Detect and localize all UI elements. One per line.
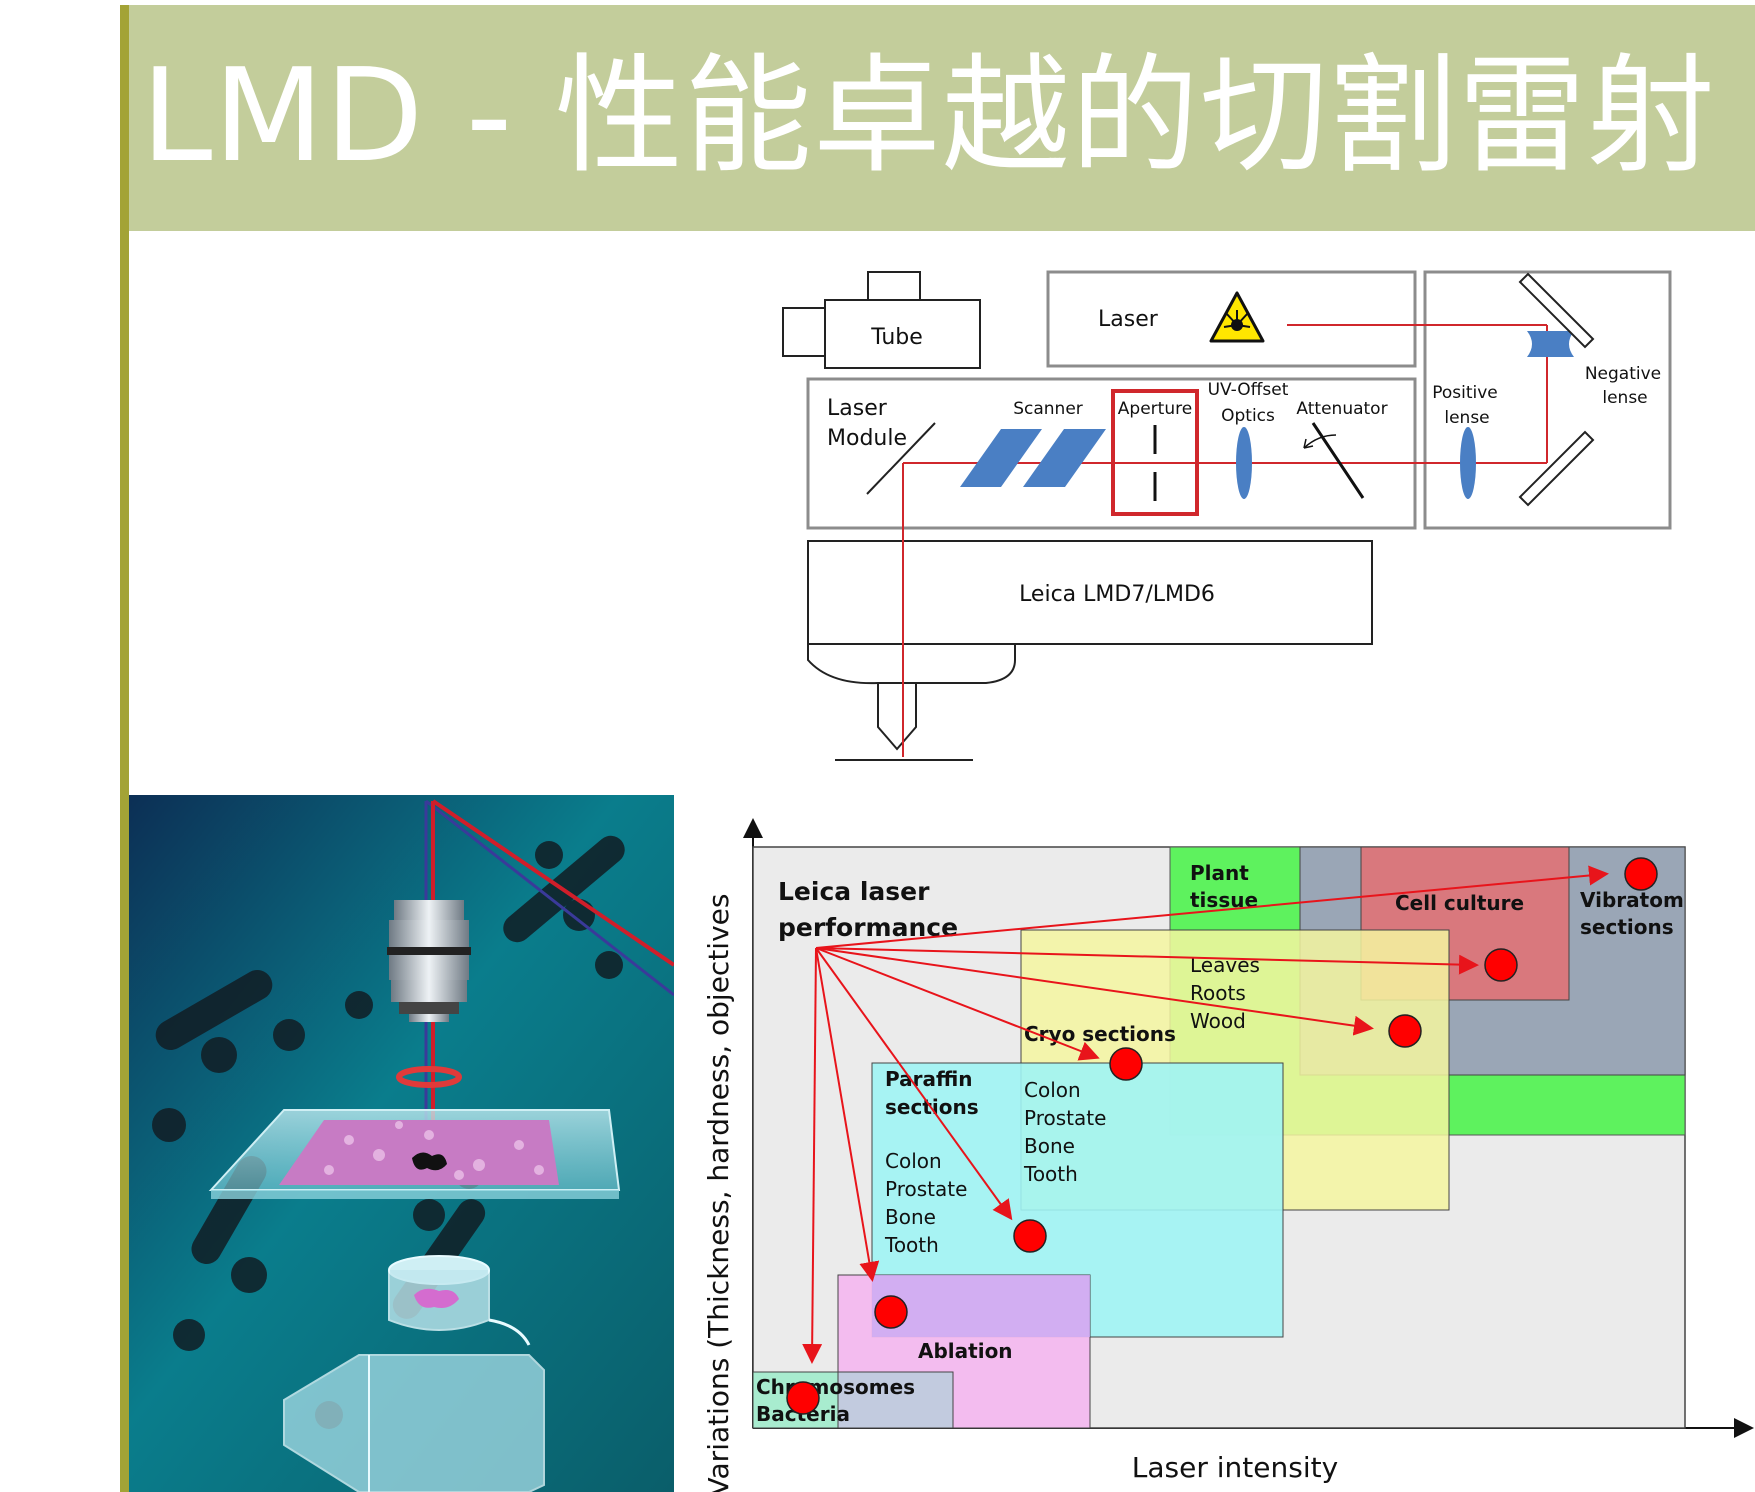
arrow-cryo [815, 947, 1100, 1061]
plant-item: Roots [1190, 981, 1246, 1005]
cryo-item: Tooth [1023, 1162, 1078, 1186]
laser-optics-schematic: Tube Laser Laser Module Leica LMD7/LMD6 … [782, 270, 1672, 761]
tube-box [824, 299, 981, 369]
uv-offset-line1: UV-Offset [1208, 380, 1289, 400]
laser-module-box [806, 377, 1417, 530]
marker-chromosomes [786, 1381, 820, 1415]
performance-arrows [802, 865, 1609, 1364]
slide-title: LMD - 性能卓越的切割雷射 [141, 42, 1716, 191]
laser-module-line2: Module [827, 426, 907, 451]
cell-culture-title: Cell culture [1395, 891, 1524, 915]
scanner-prism-1 [960, 429, 1042, 487]
lens-box [1423, 270, 1672, 530]
tissue-section [279, 1120, 559, 1185]
chromosomes-title-line1: Chromosomes [756, 1375, 915, 1399]
laser-warning-icon [1209, 291, 1265, 343]
paraffin-item: Bone [885, 1205, 936, 1229]
laser-performance-diagram: Variations (Thickness, hardness, objecti… [702, 818, 1754, 1492]
plant-title-line1: Plant [1190, 861, 1249, 885]
uv-offset-lens [1236, 427, 1252, 499]
marker-plant [1388, 1014, 1422, 1048]
microscope-label: Leica LMD7/LMD6 [1019, 582, 1215, 607]
ablation-title: Ablation [918, 1339, 1013, 1363]
positive-line2: lense [1444, 408, 1489, 428]
aperture-highlight [1111, 389, 1199, 516]
laser-label: Laser [1098, 307, 1159, 332]
cryo-item: Prostate [1024, 1106, 1106, 1130]
attenuator-label: Attenuator [1296, 399, 1387, 419]
marker-ablation [874, 1295, 908, 1329]
scanner-prism-2 [1023, 429, 1106, 487]
arrow-ablation [815, 947, 880, 1282]
title-bar: LMD - 性能卓越的切割雷射 [129, 5, 1755, 231]
tube-eyepiece [867, 271, 921, 301]
lower-fold-mirror [1518, 430, 1595, 507]
upper-fold-mirror [1518, 272, 1595, 349]
negative-line1: Negative [1585, 364, 1661, 384]
red-laser-beam-angled [431, 799, 674, 967]
marker-vibratom [1624, 857, 1658, 891]
blue-beam-angled [425, 799, 674, 997]
left-accent-bar [120, 5, 129, 1492]
attenuator-rotation-arrow [1303, 434, 1337, 449]
marker-cell-culture [1484, 948, 1518, 982]
marker-paraffin [1013, 1219, 1047, 1253]
vibratom-title-line2: sections [1580, 915, 1674, 939]
negative-line2: lense [1602, 388, 1647, 408]
cryo-title: Cryo sections [1024, 1022, 1176, 1046]
tube-label: Tube [870, 325, 923, 350]
vibratom-title-line1: Vibratom [1580, 888, 1684, 912]
collection-tube [283, 1354, 545, 1492]
arrow-vibratom [815, 865, 1609, 949]
tube-camera [782, 307, 826, 357]
positive-line1: Positive [1432, 383, 1498, 403]
plant-item: Leaves [1190, 953, 1260, 977]
y-axis-label: Variations (Thickness, hardness, objecti… [702, 894, 735, 1492]
paraffin-item: Tooth [884, 1233, 939, 1257]
laser-microdissection-illustration [129, 795, 674, 1492]
laser-box [1046, 270, 1417, 368]
paraffin-title-line1: Paraffin [885, 1067, 973, 1091]
cryo-item: Colon [1024, 1078, 1081, 1102]
x-axis-label: Laser intensity [1132, 1451, 1338, 1484]
scanner-label: Scanner [1013, 399, 1083, 419]
paraffin-item: Prostate [885, 1177, 967, 1201]
arrow-paraffin [815, 947, 1013, 1221]
marker-cryo [1109, 1047, 1143, 1081]
objective-turret [807, 644, 1016, 685]
microscope-objective-icon [387, 900, 471, 1022]
plant-item: Wood [1190, 1009, 1246, 1033]
cryo-item: Bone [1024, 1134, 1075, 1158]
cut-region [412, 1152, 447, 1171]
dichroic-mirror [866, 422, 936, 495]
arrow-plant [815, 947, 1374, 1036]
laser-module-line1: Laser [827, 396, 888, 421]
arrow-cell-culture [815, 947, 1479, 975]
uv-offset-line2: Optics [1221, 406, 1275, 426]
attenuator-filter [1311, 422, 1365, 499]
rotation-arrow-icon [396, 1066, 462, 1088]
paraffin-item: Colon [885, 1149, 942, 1173]
performance-heading-line1: Leica laser [778, 877, 930, 906]
aperture-label: Aperture [1118, 399, 1192, 419]
negative-lens [1527, 331, 1574, 357]
objective-lens [877, 683, 917, 751]
positive-lens [1460, 427, 1476, 499]
arrow-chromosomes [802, 947, 823, 1364]
collected-tissue [414, 1288, 459, 1308]
